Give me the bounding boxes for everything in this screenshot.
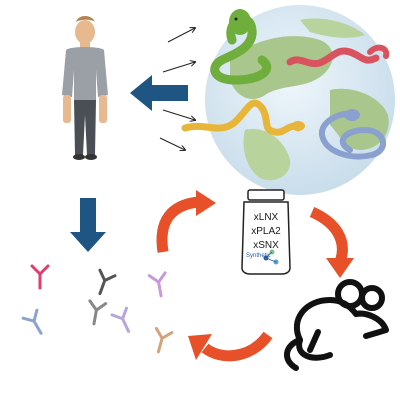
arrowhead bbox=[196, 190, 216, 216]
arrowhead bbox=[188, 334, 212, 360]
blue-arrow-down bbox=[70, 198, 106, 252]
thin-arrow bbox=[162, 109, 195, 120]
snake-icon bbox=[319, 109, 386, 160]
orange-cycle-arrows bbox=[156, 196, 348, 362]
thin-arrow bbox=[159, 137, 185, 150]
snake-icon bbox=[286, 44, 390, 68]
antibody-icon bbox=[30, 264, 50, 290]
thin-arrow bbox=[162, 62, 195, 73]
vial-label-snx: xSNX bbox=[253, 240, 279, 251]
antibody-icon bbox=[88, 299, 108, 326]
antibody-icon bbox=[21, 308, 43, 335]
snake-icon bbox=[181, 99, 305, 136]
orange-arrowheads bbox=[188, 190, 354, 360]
mouse-icon bbox=[284, 279, 389, 371]
blue-arrow-left bbox=[130, 75, 188, 111]
vial-label-pla2: xPLA2 bbox=[251, 226, 281, 237]
thin-arrow bbox=[167, 28, 195, 43]
antibody-icon bbox=[154, 326, 174, 354]
antibody-icon bbox=[147, 271, 167, 298]
arrowhead bbox=[326, 258, 354, 278]
vial-footnote: Synthetic bbox=[246, 253, 271, 259]
molecule-icon bbox=[263, 249, 279, 265]
orange-arrow-down-left bbox=[201, 331, 273, 362]
snake-icon bbox=[210, 9, 272, 85]
vial-label-lnx: xLNX bbox=[253, 212, 279, 223]
vial-icon bbox=[241, 189, 291, 275]
antibody-icon bbox=[98, 268, 117, 296]
venom-exposure-arrows bbox=[159, 28, 195, 150]
antibody-icon bbox=[110, 306, 131, 333]
orange-arrow-up bbox=[156, 196, 199, 253]
orange-arrow-right bbox=[309, 206, 348, 264]
person-icon bbox=[62, 16, 108, 160]
